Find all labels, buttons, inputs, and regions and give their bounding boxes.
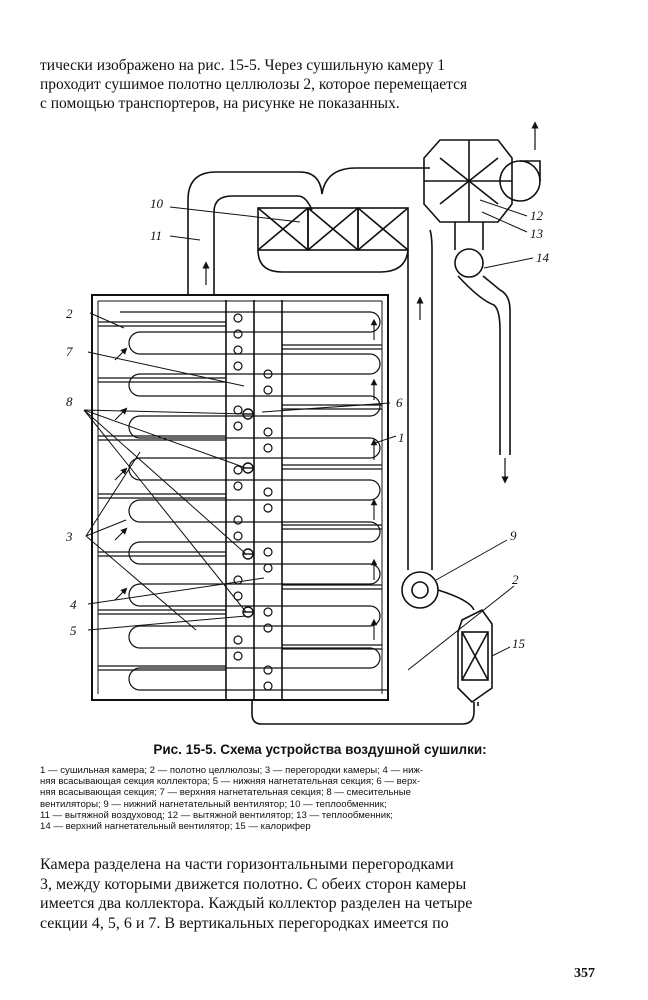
label-4: 4 xyxy=(70,597,77,612)
label-7: 7 xyxy=(66,344,73,359)
page-number: 357 xyxy=(574,966,595,981)
label-15: 15 xyxy=(512,636,526,651)
intro-line: с помощью транспортеров, на рисунке не п… xyxy=(40,95,400,112)
body-line: Камера разделена на части горизонтальным… xyxy=(40,856,454,873)
drying-chamber xyxy=(91,294,389,701)
heat-exchangers xyxy=(257,207,409,273)
collector-openings xyxy=(233,313,273,691)
exhaust-fan xyxy=(423,121,541,223)
caption-legend: 1 — сушильная камера; 2 — полотно целлюл… xyxy=(40,765,600,832)
body-line: имеется два коллектора. Каждый коллектор… xyxy=(40,895,473,912)
riser-duct xyxy=(401,229,439,609)
legend-line: няя всасывающая секция коллектора; 5 — н… xyxy=(40,776,421,788)
label-2: 2 xyxy=(66,306,73,321)
figure-caption: Рис. 15-5. Схема устройства воздушной су… xyxy=(40,742,600,832)
mixing-fans xyxy=(242,408,254,618)
heater xyxy=(251,589,493,725)
body-paragraph: Камера разделена на части горизонтальным… xyxy=(40,855,580,933)
legend-line: няя всасывающая секция; 7 — верхняя нагн… xyxy=(40,787,411,799)
legend-line: 14 — верхний нагнетательный вентилятор; … xyxy=(40,821,311,833)
pulp-web xyxy=(120,311,388,691)
label-3: 3 xyxy=(65,529,73,544)
legend-line: вентиляторы; 9 — нижний нагнетательный в… xyxy=(40,798,387,810)
label-13: 13 xyxy=(530,226,544,241)
label-6: 6 xyxy=(396,395,403,410)
label-14: 14 xyxy=(536,250,550,265)
flow-arrows xyxy=(114,318,378,640)
caption-title: Рис. 15-5. Схема устройства воздушной су… xyxy=(153,742,487,757)
label-8: 8 xyxy=(66,394,73,409)
label-1: 1 xyxy=(398,430,405,445)
body-line: секции 4, 5, 6 и 7. В вертикальных перег… xyxy=(40,914,449,932)
upper-blower xyxy=(454,222,511,484)
label-5: 5 xyxy=(70,623,77,638)
label-10: 10 xyxy=(150,196,164,211)
exhaust-duct xyxy=(187,167,430,295)
intro-paragraph: тически изображено на рис. 15-5. Через с… xyxy=(40,56,580,113)
legend-line: 1 — сушильная камера; 2 — полотно целлюл… xyxy=(40,765,424,776)
label-9: 9 xyxy=(510,528,517,543)
label-2-lower: 2 xyxy=(512,572,519,587)
label-12: 12 xyxy=(530,208,544,223)
leader-lines xyxy=(83,199,534,671)
label-11: 11 xyxy=(150,228,162,243)
body-line: 3, между которыми движется полотно. С об… xyxy=(40,875,467,893)
callout-labels: 2 7 8 3 4 5 6 1 10 11 12 13 14 9 2 15 xyxy=(65,196,550,651)
legend-line: 11 — вытяжной воздуховод; 12 — вытяжной … xyxy=(40,809,393,821)
dryer-diagram: 2 7 8 3 4 5 6 1 10 11 12 13 14 9 2 15 xyxy=(65,121,550,725)
intro-line: тически изображено на рис. 15-5. Через с… xyxy=(40,57,446,74)
intro-line: проходит сушимое полотно целлюлозы 2, ко… xyxy=(40,76,468,93)
